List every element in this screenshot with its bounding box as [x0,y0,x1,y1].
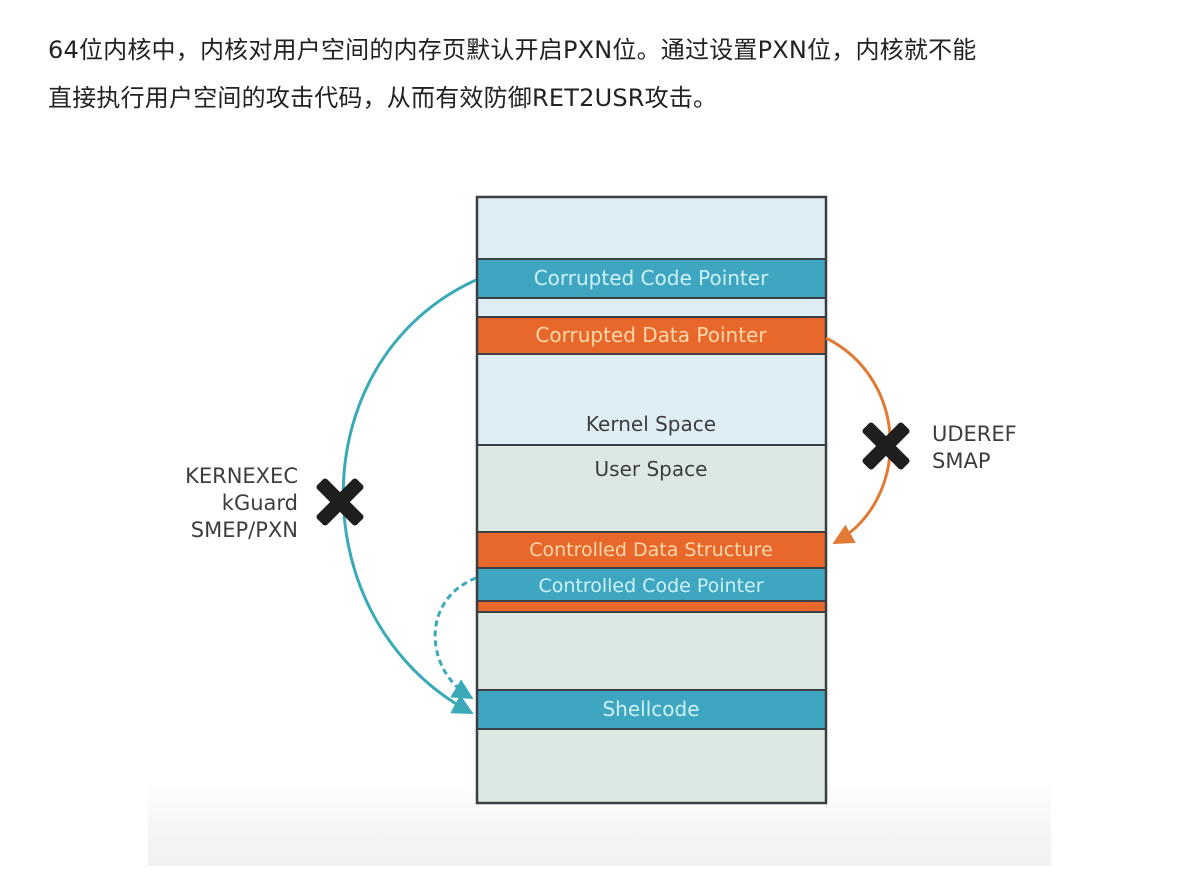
paragraph-line-2: 直接执行用户空间的攻击代码，从而有效防御RET2USR攻击。 [48,84,718,112]
mitigation-smap: SMAP [932,449,990,473]
mitigation-smep-pxn: SMEP/PXN [191,518,298,542]
memory-box-outline [475,195,828,805]
paragraph-line-1: 64位内核中，内核对用户空间的内存页默认开启PXN位。通过设置PXN位，内核就不… [48,36,977,64]
code-pointer-arrow [341,278,477,715]
corrupted-data-pointer-label: Corrupted Data Pointer [535,323,767,347]
article-paragraph: 64位内核中，内核对用户空间的内存页默认开启PXN位。通过设置PXN位，内核就不… [48,26,1158,122]
band-borders [477,258,826,730]
mitigation-uderef: UDEREF [932,422,1017,446]
controlled-trailer-band [477,601,826,612]
corrupted-code-pointer-band [477,259,826,298]
shellcode-label: Shellcode [602,697,699,721]
user-space-label: User Space [595,457,708,481]
user-space-region [477,445,826,803]
controlled-data-structure-band [477,532,826,568]
corrupted-code-pointer-label: Corrupted Code Pointer [534,266,769,290]
corrupted-data-pointer-band [477,317,826,354]
blocked-cross-icon-left [316,478,364,526]
kernel-space-label: Kernel Space [586,412,716,436]
controlled-code-pointer-label: Controlled Code Pointer [538,575,763,597]
blocked-cross-icon-right [862,422,910,470]
controlled-code-pointer-band [477,569,826,601]
shellcode-band [477,690,826,729]
controlled-data-structure-label: Controlled Data Structure [529,539,773,561]
controlled-pointer-dashed-arrow [433,576,477,700]
mitigation-kguard: kGuard [222,491,298,515]
mitigation-kernexec: KERNEXEC [185,464,298,488]
